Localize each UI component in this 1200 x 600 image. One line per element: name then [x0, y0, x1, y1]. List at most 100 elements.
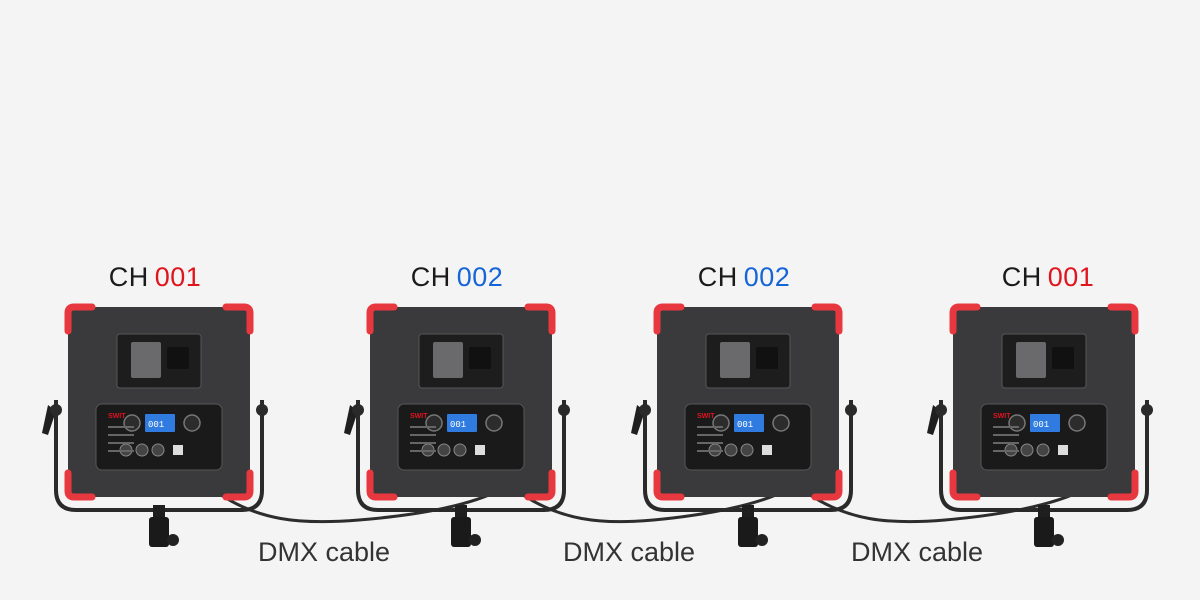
dimmer-knob — [712, 414, 730, 432]
spec-text-line — [410, 426, 436, 428]
dmx-in-connector — [1020, 443, 1034, 457]
yoke-pivot-left — [352, 404, 364, 416]
brand-logo: SWIT — [410, 413, 428, 420]
power-switch — [1058, 445, 1068, 455]
dmx-cable — [518, 488, 789, 524]
brand-logo: SWIT — [697, 413, 715, 420]
dmx-cable — [216, 488, 502, 524]
spec-text-line — [410, 450, 436, 452]
corner-guard — [524, 303, 556, 335]
v-mount-latch — [1016, 342, 1046, 378]
yoke-pivot-left — [639, 404, 651, 416]
spec-text-line — [697, 434, 723, 436]
corner-guard — [222, 303, 254, 335]
lcd-screen — [447, 414, 477, 432]
v-mount-latch — [720, 342, 750, 378]
yoke-pivot-right — [256, 404, 268, 416]
dmx-in-connector — [724, 443, 738, 457]
cct-knob — [485, 414, 503, 432]
cct-knob — [1068, 414, 1086, 432]
power-switch — [475, 445, 485, 455]
corner-guard — [653, 303, 685, 335]
channel-prefix: CH — [697, 262, 738, 292]
dmx-out-connector — [1036, 443, 1050, 457]
power-switch — [173, 445, 183, 455]
cable-1-label: DMX cable — [257, 537, 391, 567]
spec-text-line — [993, 426, 1019, 428]
corner-guard — [64, 303, 96, 335]
stand-spigot — [455, 505, 467, 519]
battery-contact — [469, 347, 491, 369]
dmx-cable — [805, 488, 1085, 524]
stand-lock-knob — [756, 534, 768, 546]
spec-text-line — [108, 434, 134, 436]
battery-contact — [1052, 347, 1074, 369]
spec-text-line — [108, 450, 134, 452]
channel-prefix: CH — [1001, 262, 1042, 292]
channel-number: 002 — [743, 262, 791, 292]
stand-spigot — [742, 505, 754, 519]
spec-text-line — [108, 442, 134, 444]
spec-text-line — [410, 434, 436, 436]
dimmer-knob — [123, 414, 141, 432]
spec-text-line — [697, 450, 723, 452]
corner-guard — [949, 469, 981, 501]
spec-text-line — [697, 442, 723, 444]
corner-guard — [524, 469, 556, 501]
yoke-pivot-left — [50, 404, 62, 416]
channel-number: 001 — [1047, 262, 1095, 292]
lcd-readout: 001 — [737, 420, 753, 430]
channel-prefix: CH — [108, 262, 149, 292]
corner-guard — [222, 469, 254, 501]
brand-logo: SWIT — [993, 413, 1011, 420]
light-panel: SWIT 001 — [631, 303, 857, 547]
corner-guard — [64, 469, 96, 501]
channel-prefix: CH — [410, 262, 451, 292]
power-switch — [762, 445, 772, 455]
dmx-out-connector — [453, 443, 467, 457]
yoke-pivot-left — [935, 404, 947, 416]
spec-text-line — [697, 426, 723, 428]
lcd-readout: 001 — [148, 420, 164, 430]
corner-guard — [366, 303, 398, 335]
cable-2-label: DMX cable — [562, 537, 696, 567]
corner-guard — [1107, 469, 1139, 501]
dmx-out-connector — [740, 443, 754, 457]
cct-knob — [183, 414, 201, 432]
lcd-readout: 001 — [450, 420, 466, 430]
spec-text-line — [993, 434, 1019, 436]
corner-guard — [653, 469, 685, 501]
stand-lock-knob — [469, 534, 481, 546]
lcd-screen — [1030, 414, 1060, 432]
light-panel: SWIT 001 — [344, 303, 570, 547]
stand-lock-knob — [1052, 534, 1064, 546]
yoke-pivot-right — [558, 404, 570, 416]
v-mount-latch — [131, 342, 161, 378]
channel-number: 001 — [154, 262, 202, 292]
dimmer-knob — [1008, 414, 1026, 432]
battery-contact — [756, 347, 778, 369]
dimmer-knob — [425, 414, 443, 432]
corner-guard — [949, 303, 981, 335]
corner-guard — [811, 303, 843, 335]
stand-receiver — [149, 517, 169, 547]
lcd-screen — [145, 414, 175, 432]
spec-text-line — [993, 450, 1019, 452]
stand-receiver — [1034, 517, 1054, 547]
cable-3-label: DMX cable — [850, 537, 984, 567]
battery-contact — [167, 347, 189, 369]
cct-knob — [772, 414, 790, 432]
spec-text-line — [108, 426, 134, 428]
stand-receiver — [738, 517, 758, 547]
stand-spigot — [1038, 505, 1050, 519]
yoke-pivot-right — [1141, 404, 1153, 416]
dmx-out-connector — [151, 443, 165, 457]
